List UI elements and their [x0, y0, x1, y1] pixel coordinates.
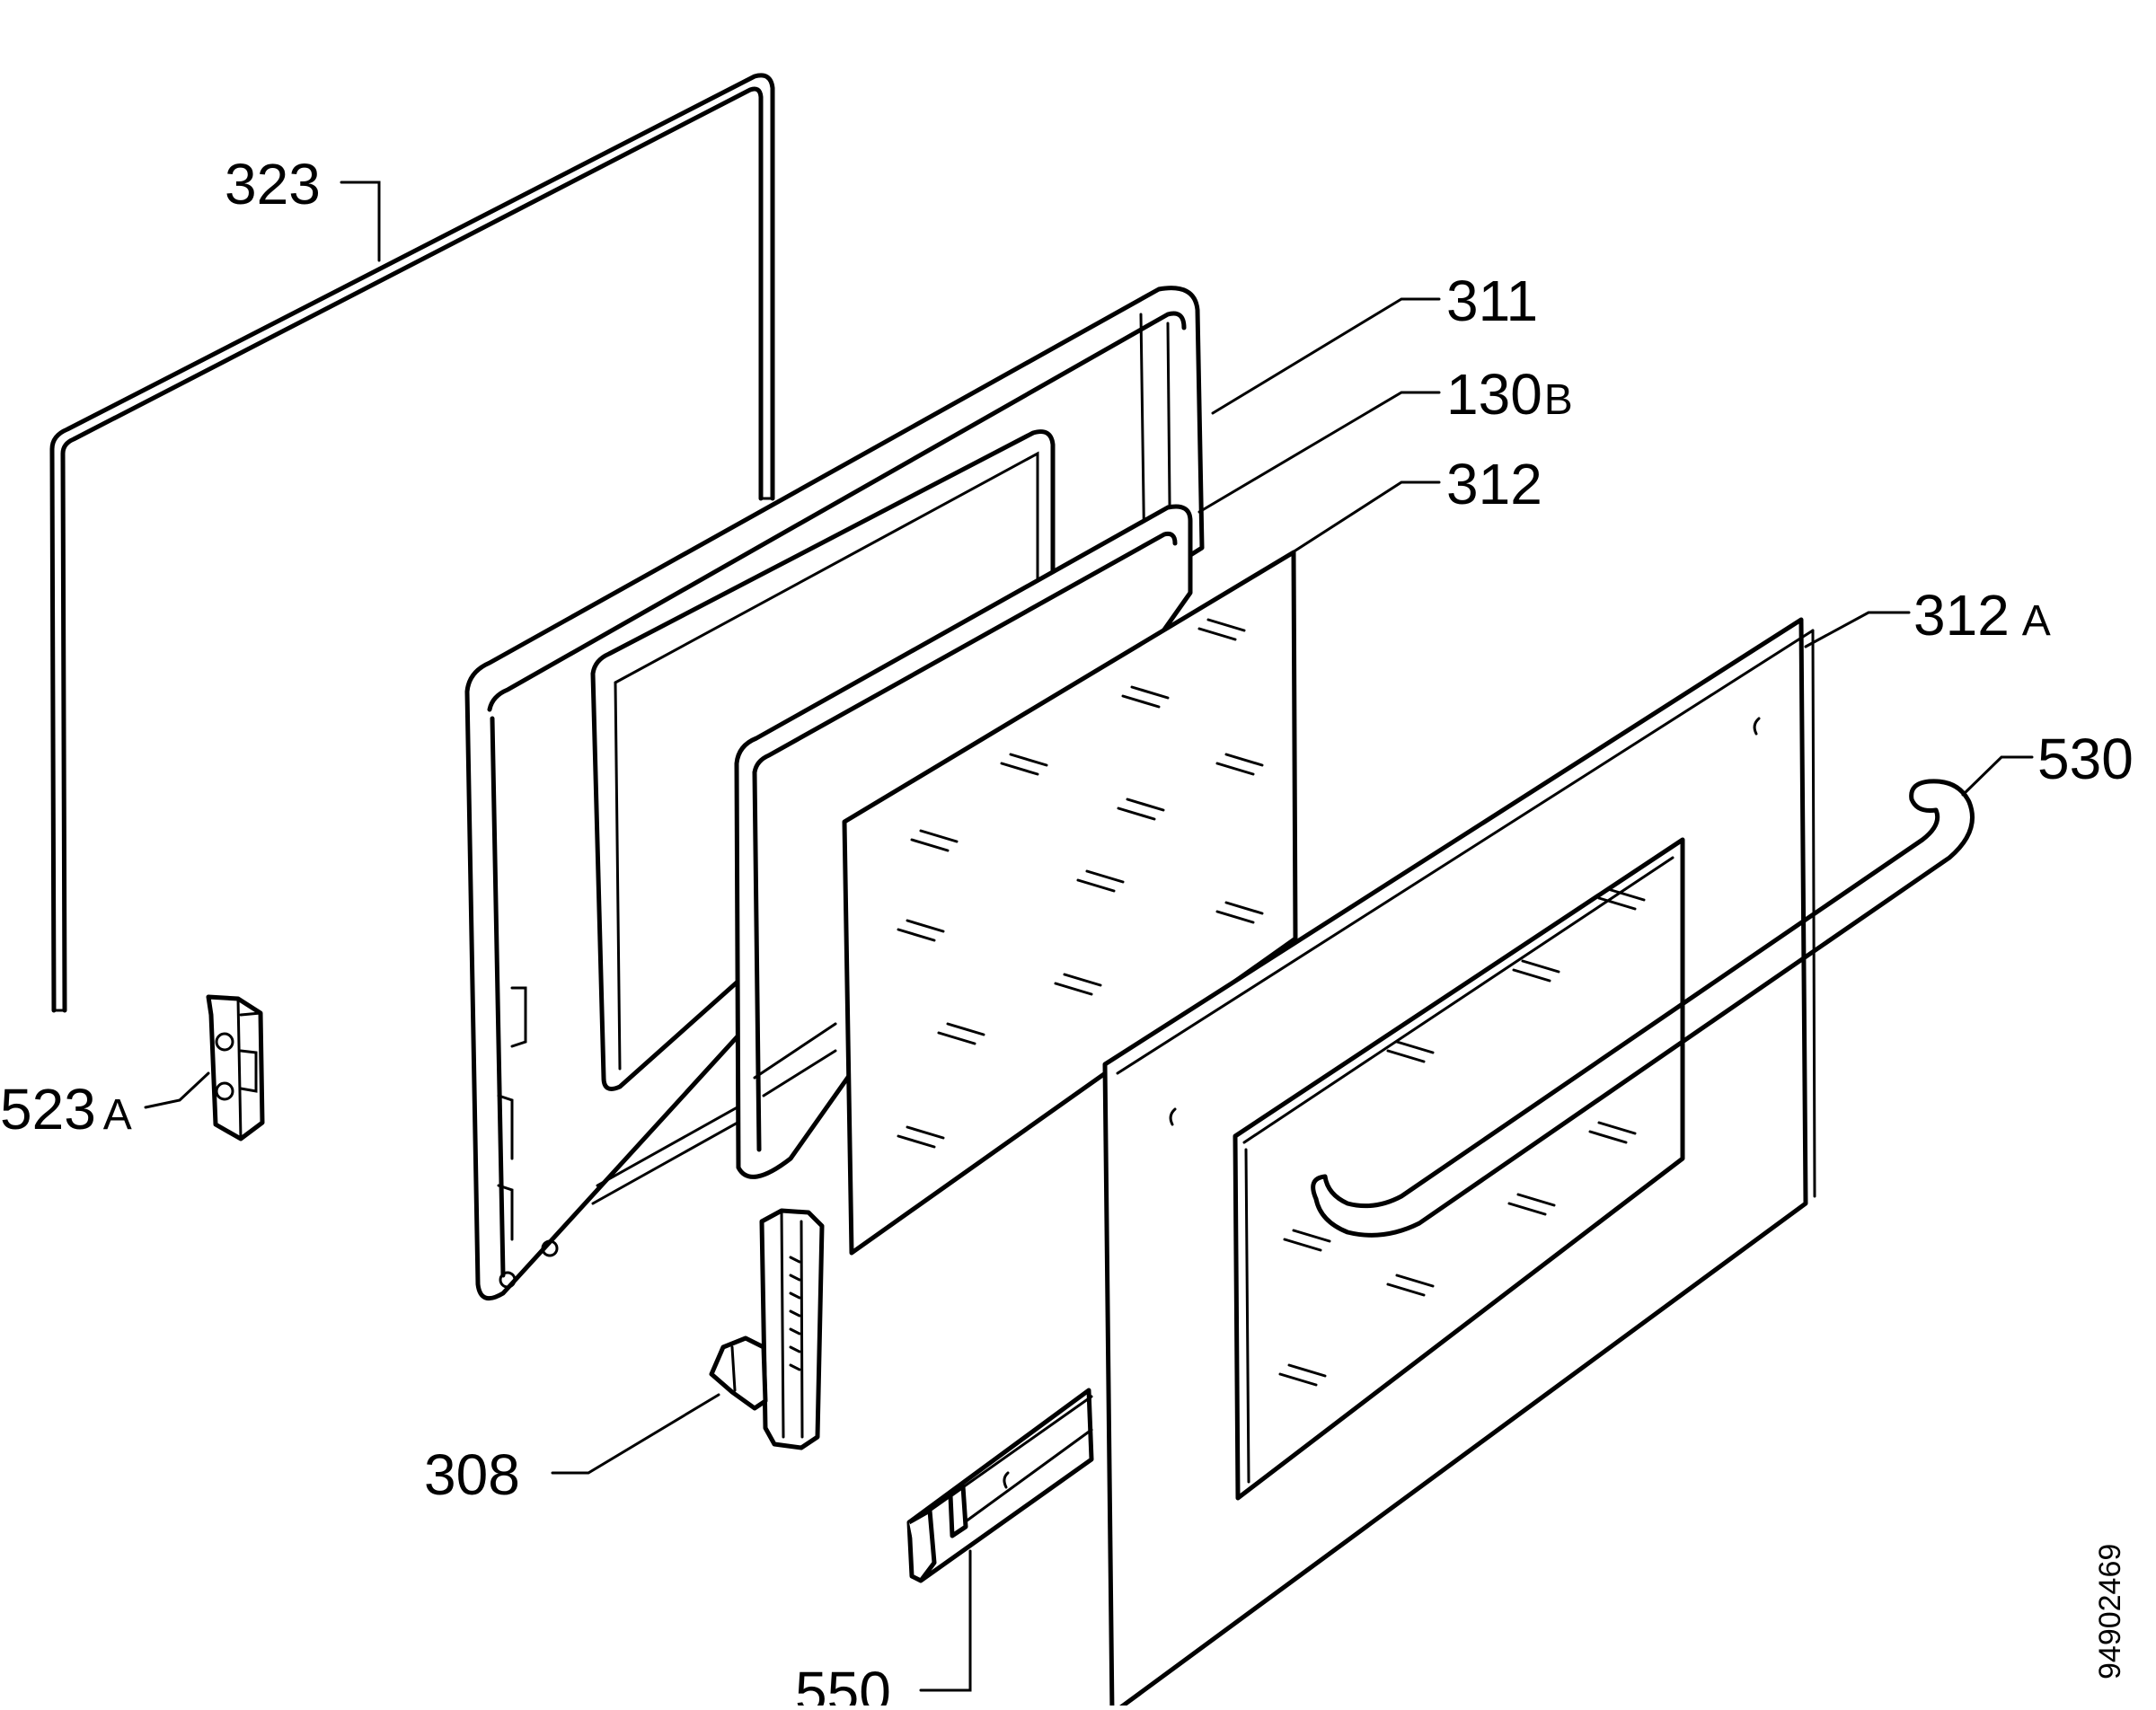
glass-reflection-marks — [897, 618, 1264, 1149]
document-number: 94902469 — [2093, 1544, 2127, 1679]
part-323-door-seal — [49, 73, 775, 1013]
label-323: 323 — [225, 152, 321, 216]
label-550: 550 — [795, 1660, 891, 1706]
label-130b: 130B — [1446, 362, 1573, 427]
label-530: 530 — [2037, 727, 2134, 791]
part-312a-outer-glass-panel — [1102, 617, 1816, 1710]
part-523a-hinge-bracket — [206, 994, 265, 1141]
label-311: 311 — [1446, 269, 1538, 333]
part-308-door-hinge — [709, 1208, 825, 1450]
label-312: 312 — [1446, 452, 1542, 516]
outer-glass-reflection-marks — [1278, 887, 1646, 1387]
part-550-bottom-trim — [906, 1388, 1094, 1583]
leader-lines — [144, 181, 2034, 1692]
label-308: 308 — [424, 1442, 520, 1507]
part-312-inner-glass — [842, 550, 1298, 1256]
